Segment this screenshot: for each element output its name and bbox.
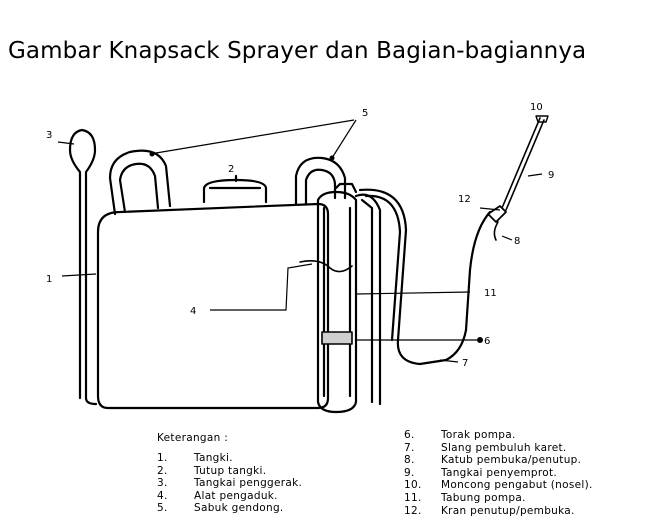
tap xyxy=(487,205,507,223)
callout-6: 6 xyxy=(484,336,490,347)
callout-10: 10 xyxy=(530,102,543,113)
legend-label: Torak pompa. xyxy=(441,429,516,441)
callout-1: 1 xyxy=(46,274,52,285)
callout-4: 4 xyxy=(190,306,196,317)
legend-number: 1. xyxy=(157,452,168,464)
legend-item: 7. Slang pembuluh karet. xyxy=(404,442,593,455)
legend-label: Kran penutup/pembuka. xyxy=(441,504,575,517)
legend-label: Sabuk gendong. xyxy=(194,502,284,515)
lance xyxy=(501,117,545,211)
legend-label: Tutup tangki. xyxy=(194,464,267,477)
legend-item: 1. Tangki. xyxy=(157,452,302,465)
legend-item: 4. Alat pengaduk. xyxy=(157,490,302,503)
legend-number: 8. xyxy=(404,454,415,467)
page-title: Gambar Knapsack Sprayer dan Bagian-bagia… xyxy=(8,38,587,64)
callout-3: 3 xyxy=(46,130,52,141)
legend-item: 11. Tabung pompa. xyxy=(404,492,593,505)
tank-lid xyxy=(202,178,268,204)
legend-number: 9. xyxy=(404,466,415,479)
legend-number: 12. xyxy=(404,504,422,517)
hose xyxy=(358,188,492,366)
legend-number: 7. xyxy=(404,441,415,454)
callout-11: 11 xyxy=(484,288,497,299)
callout-7: 7 xyxy=(462,358,468,369)
pump-cylinder xyxy=(316,190,358,414)
legend-item: 6. Torak pompa. xyxy=(404,429,593,442)
tank-body xyxy=(96,202,330,410)
legend-number: 5. xyxy=(157,502,168,515)
callout-12: 12 xyxy=(458,194,471,205)
legend-label: Tabung pompa. xyxy=(441,491,526,504)
agitator xyxy=(299,260,353,273)
callout-8: 8 xyxy=(514,236,520,247)
legend-label: Katub pembuka/penutup. xyxy=(441,454,582,467)
legend-number: 11. xyxy=(404,491,422,504)
legend-label: Tangki. xyxy=(194,452,233,464)
legend-item: 9. Tangkai penyemprot. xyxy=(404,467,593,480)
legend-number: 4. xyxy=(157,489,168,502)
legend-label: Tangkai penyemprot. xyxy=(441,466,558,479)
legend-item: 8. Katub pembuka/penutup. xyxy=(404,454,593,467)
shoulder-strap-left xyxy=(108,149,172,216)
legend-item: 2. Tutup tangki. xyxy=(157,465,302,478)
legend-right-column: 6. Torak pompa. 7. Slang pembuluh karet. 8… xyxy=(404,429,593,517)
legend-heading: Keterangan : xyxy=(157,432,229,444)
legend-label: Slang pembuluh karet. xyxy=(441,441,567,454)
callout-5: 5 xyxy=(362,108,368,119)
callout-9: 9 xyxy=(548,170,554,181)
legend-number: 6. xyxy=(404,429,415,441)
lever xyxy=(68,128,98,406)
legend-label: Alat pengaduk. xyxy=(194,489,278,502)
legend-number: 3. xyxy=(157,477,168,490)
pump-piston xyxy=(321,331,353,345)
legend-label: Tangkai penggerak. xyxy=(194,477,303,490)
legend-item: 12. Kran penutup/pembuka. xyxy=(404,505,593,518)
pump-frame xyxy=(354,193,382,406)
legend-item: 5. Sabuk gendong. xyxy=(157,502,302,515)
legend-label: Moncong pengabut (nosel). xyxy=(441,479,593,492)
legend-left-column: 1. Tangki. 2. Tutup tangki. 3. Tangkai peng… xyxy=(157,452,302,515)
callout-2: 2 xyxy=(228,164,234,175)
legend-item: 3. Tangkai penggerak. xyxy=(157,477,302,490)
nozzle xyxy=(535,115,549,123)
legend-number: 2. xyxy=(157,464,168,477)
shoulder-strap-right xyxy=(294,156,347,206)
legend-item: 10. Moncong pengabut (nosel). xyxy=(404,479,593,492)
legend-number: 10. xyxy=(404,479,422,492)
